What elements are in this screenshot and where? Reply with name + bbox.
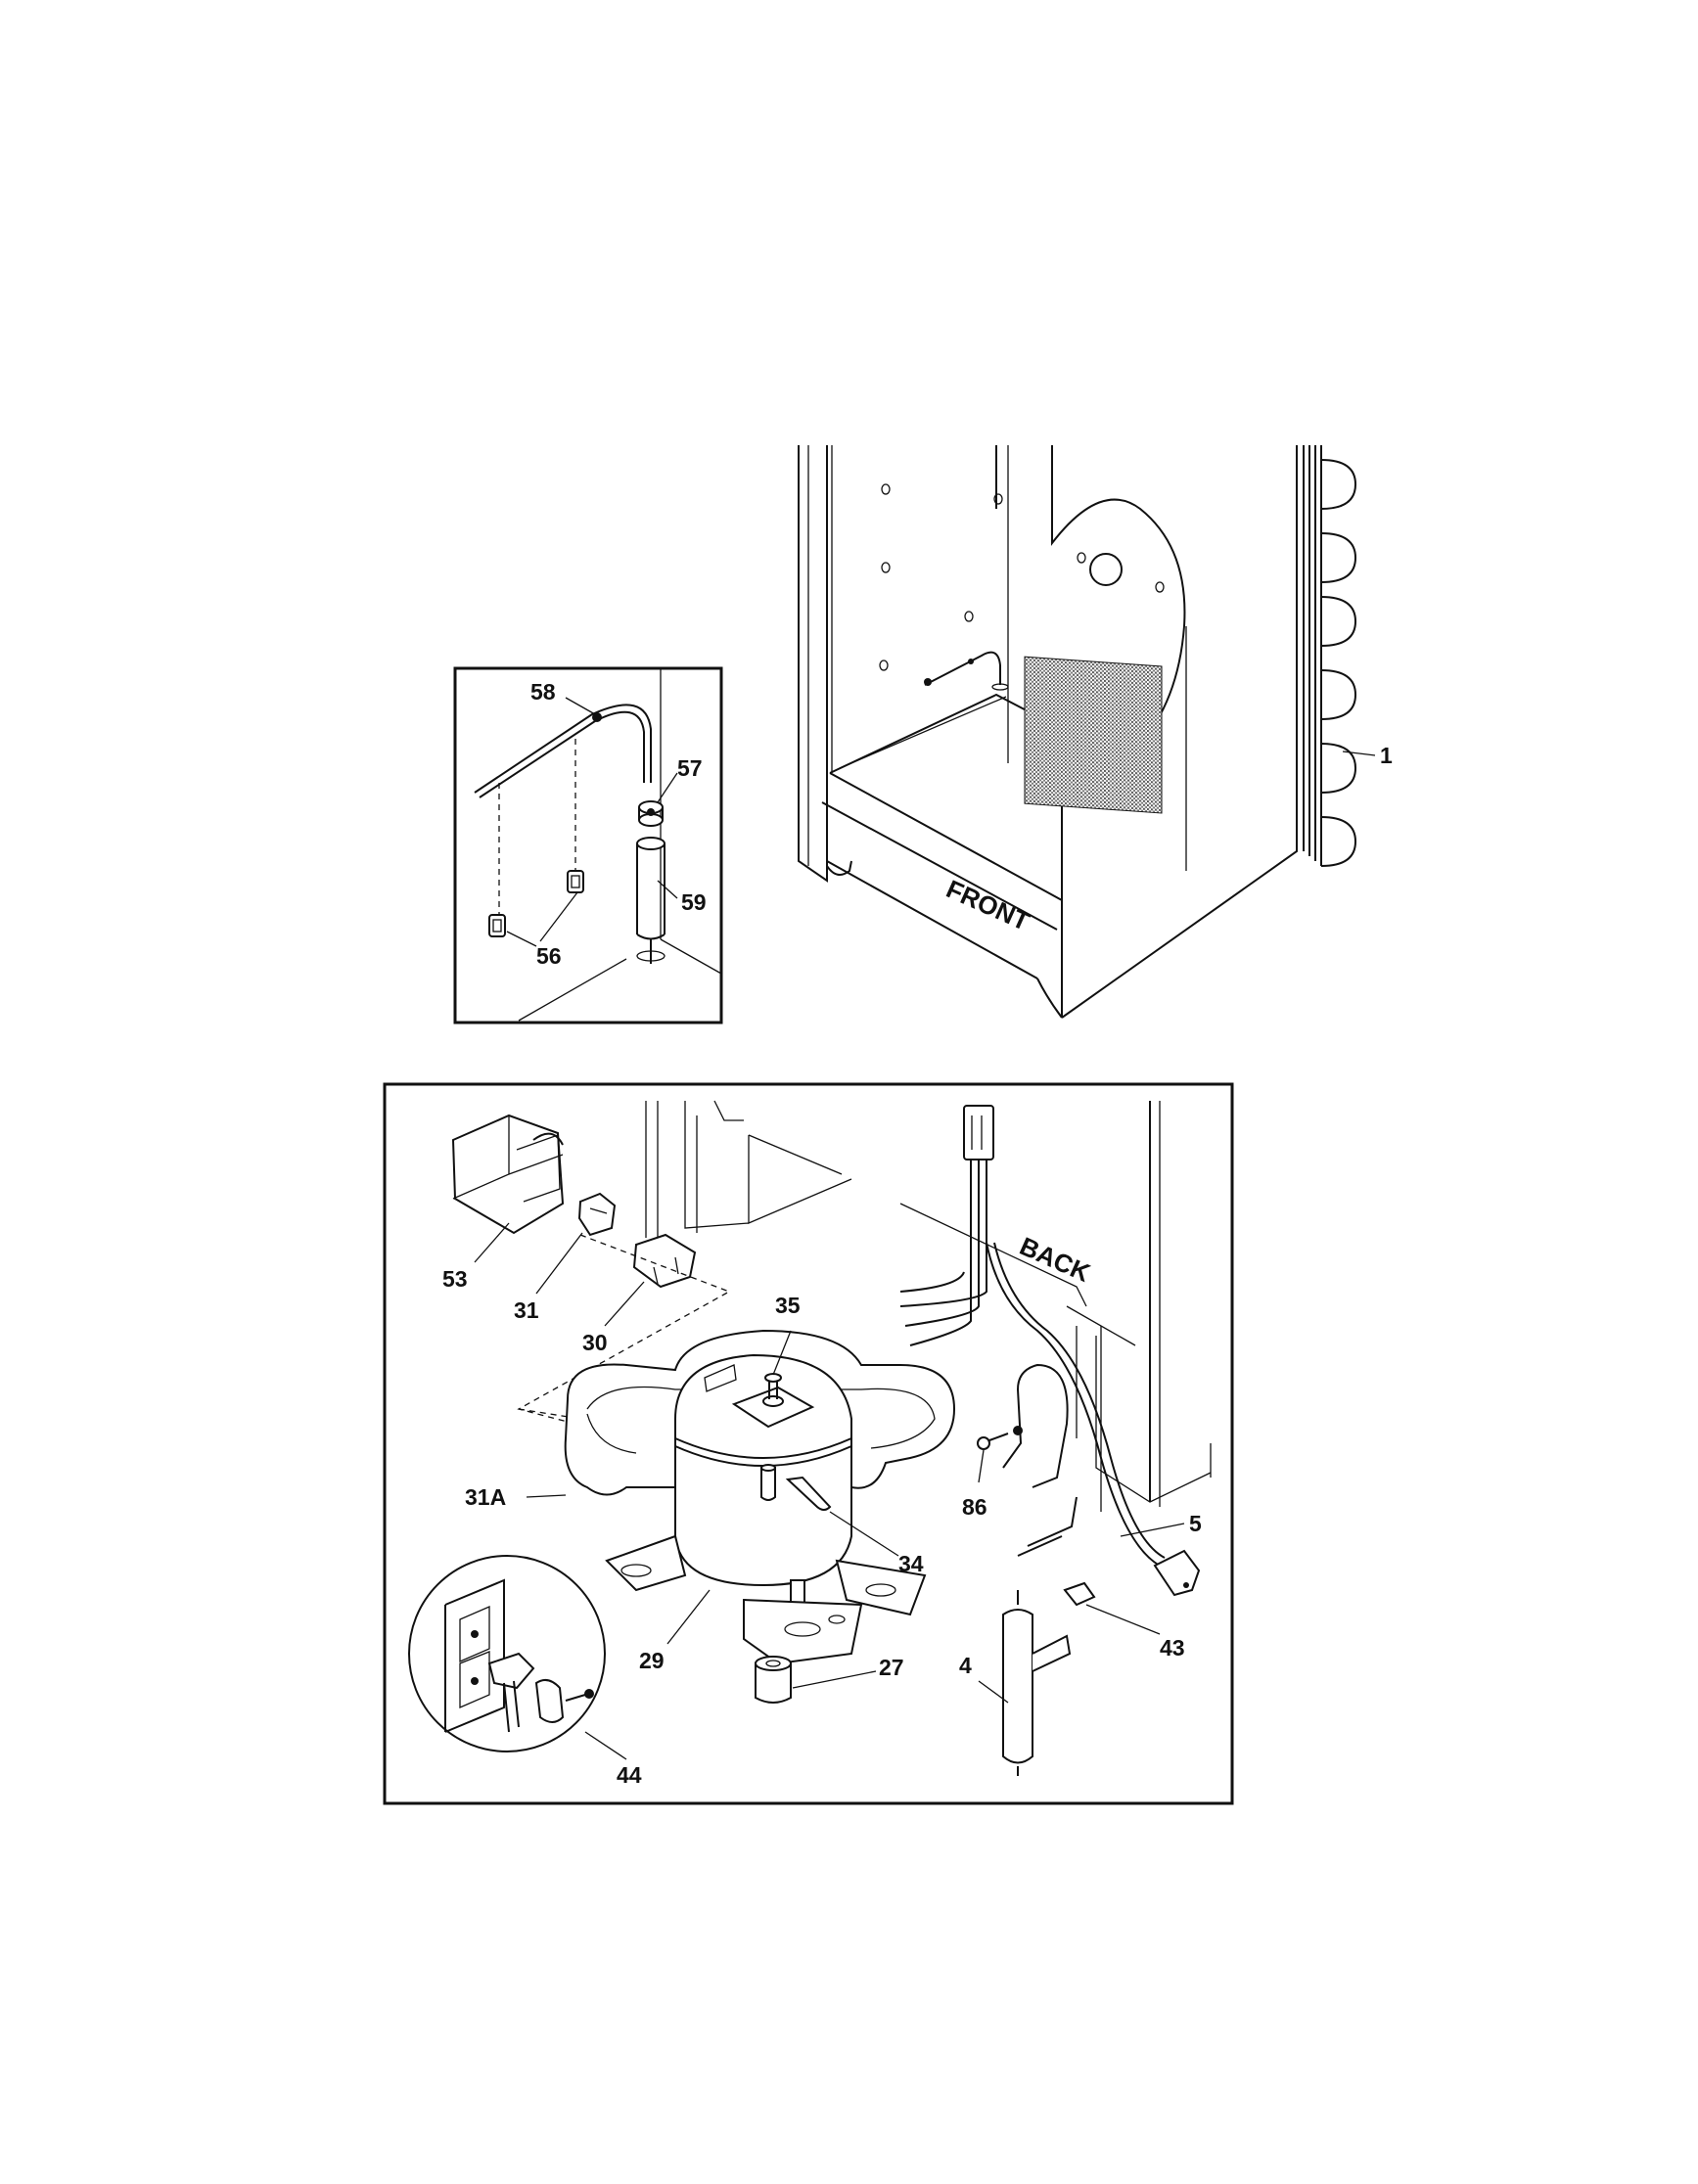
compressor-view: BACK [383,1082,1234,1805]
callout-30: 30 [582,1330,608,1355]
callout-5: 5 [1189,1511,1202,1536]
callout-86: 86 [962,1494,987,1520]
callout-59: 59 [681,889,707,915]
drain-detail-inset: 58 57 59 56 [453,666,723,1024]
callout-44: 44 [617,1762,642,1788]
callout-43: 43 [1160,1635,1185,1661]
callout-58: 58 [530,679,556,705]
callout-31A: 31A [465,1484,506,1510]
back-label: BACK [1016,1231,1095,1288]
callout-29: 29 [639,1648,665,1673]
front-label: FRONT [942,874,1034,936]
callout-1: 1 [1380,743,1393,768]
callout-53: 53 [442,1266,468,1292]
callout-4: 4 [959,1653,972,1678]
condenser-coil: 1 [1303,445,1393,867]
callout-34: 34 [898,1551,924,1576]
callout-31: 31 [514,1297,539,1323]
callout-35: 35 [775,1293,801,1318]
callout-57: 57 [677,755,703,781]
callout-56: 56 [536,943,562,969]
cabinet-view: FRONT 1 [798,445,1393,1019]
callout-27: 27 [879,1655,904,1680]
